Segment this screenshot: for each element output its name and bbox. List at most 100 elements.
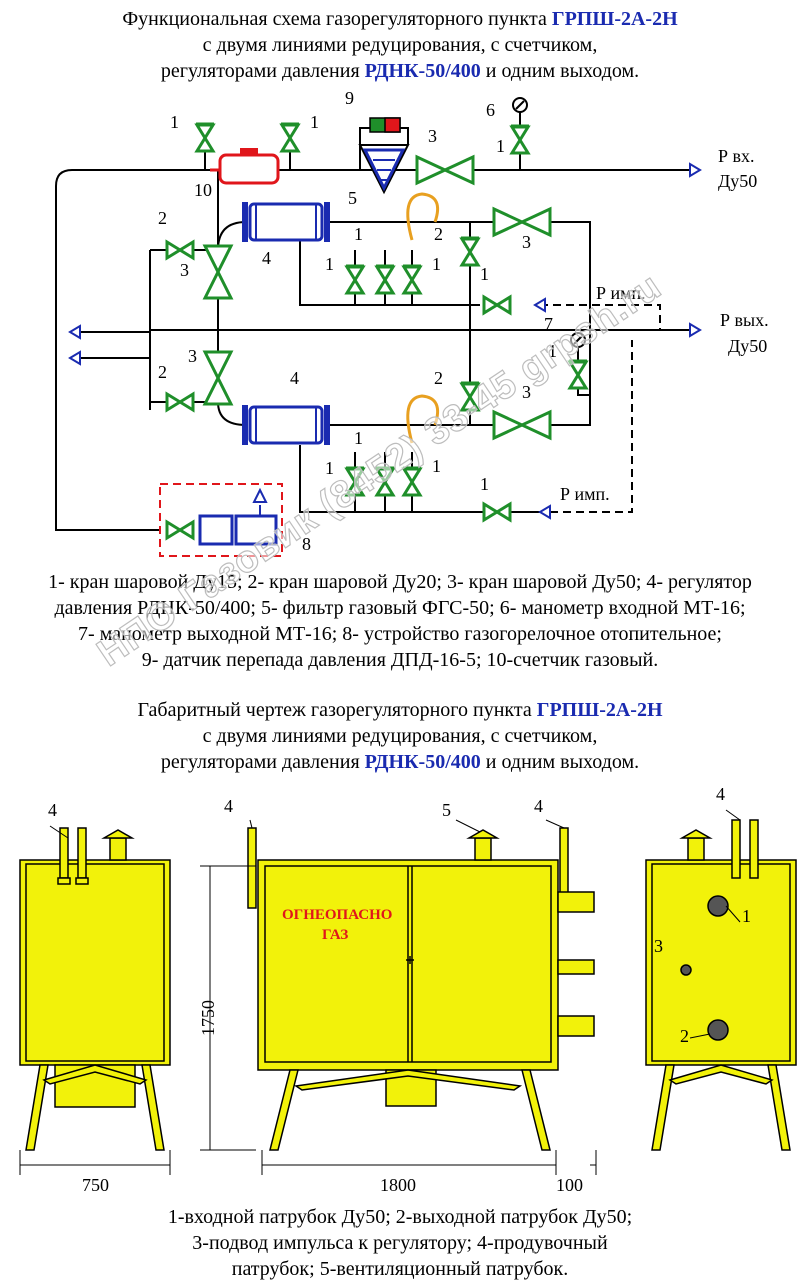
impulse-valve-icon: [482, 295, 512, 315]
callout-1: 1: [325, 254, 334, 274]
ball-valve-icon: [279, 122, 301, 153]
outlet-left-arrow-icon: [69, 325, 81, 339]
drawing-title-model: ГРПШ-2А-2Н: [536, 699, 663, 721]
legend-line: 7- манометр выходной МТ-16; 8- устройств…: [78, 623, 722, 645]
front-view: [247, 827, 595, 1151]
tap-valve-icon: [374, 264, 396, 295]
callout-1: 1: [354, 224, 363, 244]
impulse-arrow-icon: [534, 298, 546, 312]
impulse2-arrow-icon: [539, 505, 551, 519]
callout-1: 1: [480, 474, 489, 494]
callout-5: 5: [442, 800, 451, 820]
label-p-imp: Р имп.: [596, 283, 646, 303]
label-p-out: Р вых.: [720, 310, 769, 330]
ball-valve-icon: [194, 122, 216, 153]
impulse-tube-icon: [406, 394, 440, 444]
outlet-valve-icon: [492, 410, 552, 440]
callout-8: 8: [302, 534, 311, 554]
outlet-left2-arrow-icon: [69, 351, 81, 365]
dim-depth: 750: [82, 1175, 109, 1195]
legend-line: патрубок; 5-вентиляционный патрубок.: [231, 1258, 569, 1280]
scheme-title: Функциональная схема газорегуляторного п…: [0, 6, 800, 84]
inlet-arrow-icon: [689, 163, 701, 177]
scheme-title-line3: регуляторами давления: [160, 60, 360, 82]
impulse-valve-icon: [482, 502, 512, 522]
tap-valve-icon: [344, 264, 366, 295]
callout-6: 6: [486, 100, 495, 120]
dim-offset: 100: [556, 1175, 583, 1195]
callout-1: 1: [354, 428, 363, 448]
dim-height: 1750: [198, 1000, 218, 1036]
callout-1: 1: [496, 136, 505, 156]
drawing-title-regulator: РДНК-50/400: [364, 751, 481, 773]
bypass-valve-icon: [165, 392, 195, 412]
gas-filter-icon: [358, 144, 410, 195]
callout-4: 4: [290, 368, 299, 388]
drawing-title-text: Габаритный чертеж газорегуляторного пунк…: [137, 699, 532, 721]
legend-line: давления РДНК-50/400; 5- фильтр газовый …: [54, 597, 746, 619]
callout-4: 4: [48, 800, 57, 820]
callout-2: 2: [158, 362, 167, 382]
callout-4: 4: [224, 796, 233, 816]
gas-burner-icon: [159, 483, 283, 557]
callout-2: 2: [434, 368, 443, 388]
callout-3: 3: [180, 260, 189, 280]
side-view-left: [19, 827, 171, 1151]
inlet-valve-icon: [415, 155, 475, 185]
legend-line: 1- кран шаровой Ду15; 2- кран шаровой Ду…: [48, 571, 752, 593]
scheme-title-suffix: и одним выходом.: [485, 60, 640, 82]
callout-2: 2: [680, 1026, 689, 1046]
callout-5: 5: [348, 188, 357, 208]
callout-3: 3: [428, 126, 437, 146]
gauge-valve-icon: [509, 124, 531, 155]
callout-3: 3: [522, 382, 531, 402]
scheme-title-text: Функциональная схема газорегуляторного п…: [122, 8, 547, 30]
callout-2: 2: [158, 208, 167, 228]
relief-valve-icon: [459, 236, 481, 267]
outlet-gauge-icon: [570, 332, 586, 348]
scheme-title-regulator: РДНК-50/400: [364, 60, 481, 82]
outlet-arrow-icon: [689, 323, 701, 337]
pressure-sensor-icon: [359, 117, 409, 145]
bypass-valve-icon: [165, 240, 195, 260]
functional-scheme: Р вх. Ду50 Р вых. Ду50 Р имп. Р имп. 1 1…: [55, 88, 769, 557]
gas-meter-icon: [210, 148, 280, 185]
callout-3: 3: [522, 232, 531, 252]
scheme-title-model: ГРПШ-2А-2Н: [551, 8, 678, 30]
legend-line: 9- датчик перепада давления ДПД-16-5; 10…: [141, 649, 659, 671]
drawing-title: Габаритный чертеж газорегуляторного пунк…: [0, 697, 800, 775]
inlet-gauge-icon: [512, 97, 528, 113]
label-p-imp-2: Р имп.: [560, 484, 610, 504]
line-valve-icon: [203, 350, 233, 406]
dim-width: 1800: [380, 1175, 416, 1195]
tap-valve-icon: [401, 264, 423, 295]
regulator-icon: [240, 403, 332, 447]
callout-4: 4: [262, 248, 271, 268]
side-view-right: [645, 819, 797, 1151]
regulator-icon: [240, 200, 332, 244]
warning-line2: ГАЗ: [322, 927, 348, 943]
callout-1: 1: [480, 264, 489, 284]
callout-3: 3: [188, 346, 197, 366]
label-dn-out: Ду50: [728, 336, 767, 356]
callout-4: 4: [534, 796, 543, 816]
drawing-title-line2: с двумя линиями редуцирования, с счетчик…: [202, 725, 598, 747]
drawing-labels: 750 1800 100 1750 4 4 5 4 4 1 3 2 ОГНЕОП…: [48, 784, 751, 1195]
label-dn-in: Ду50: [718, 171, 757, 191]
callout-1: 1: [742, 906, 751, 926]
callout-7: 7: [544, 314, 553, 334]
callout-10: 10: [194, 180, 212, 200]
line-valve-icon: [203, 244, 233, 300]
callout-9: 9: [345, 88, 354, 108]
drawing-title-line3: регуляторами давления: [160, 751, 360, 773]
impulse-tube-icon: [406, 192, 440, 241]
callout-1: 1: [432, 254, 441, 274]
drawing-legend: 1-входной патрубок Ду50; 2-выходной патр…: [0, 1204, 800, 1282]
warning-line1: ОГНЕОПАСНО: [282, 907, 392, 923]
legend-line: 3-подвод импульса к регулятору; 4-продув…: [192, 1232, 608, 1254]
callout-1: 1: [548, 341, 557, 361]
impulse-lines: [540, 304, 661, 513]
callout-1: 1: [325, 458, 334, 478]
dimensional-drawing: 750 1800 100 1750 4 4 5 4 4 1 3 2 ОГНЕОП…: [19, 784, 797, 1195]
legend-line: 1-входной патрубок Ду50; 2-выходной патр…: [167, 1206, 633, 1228]
